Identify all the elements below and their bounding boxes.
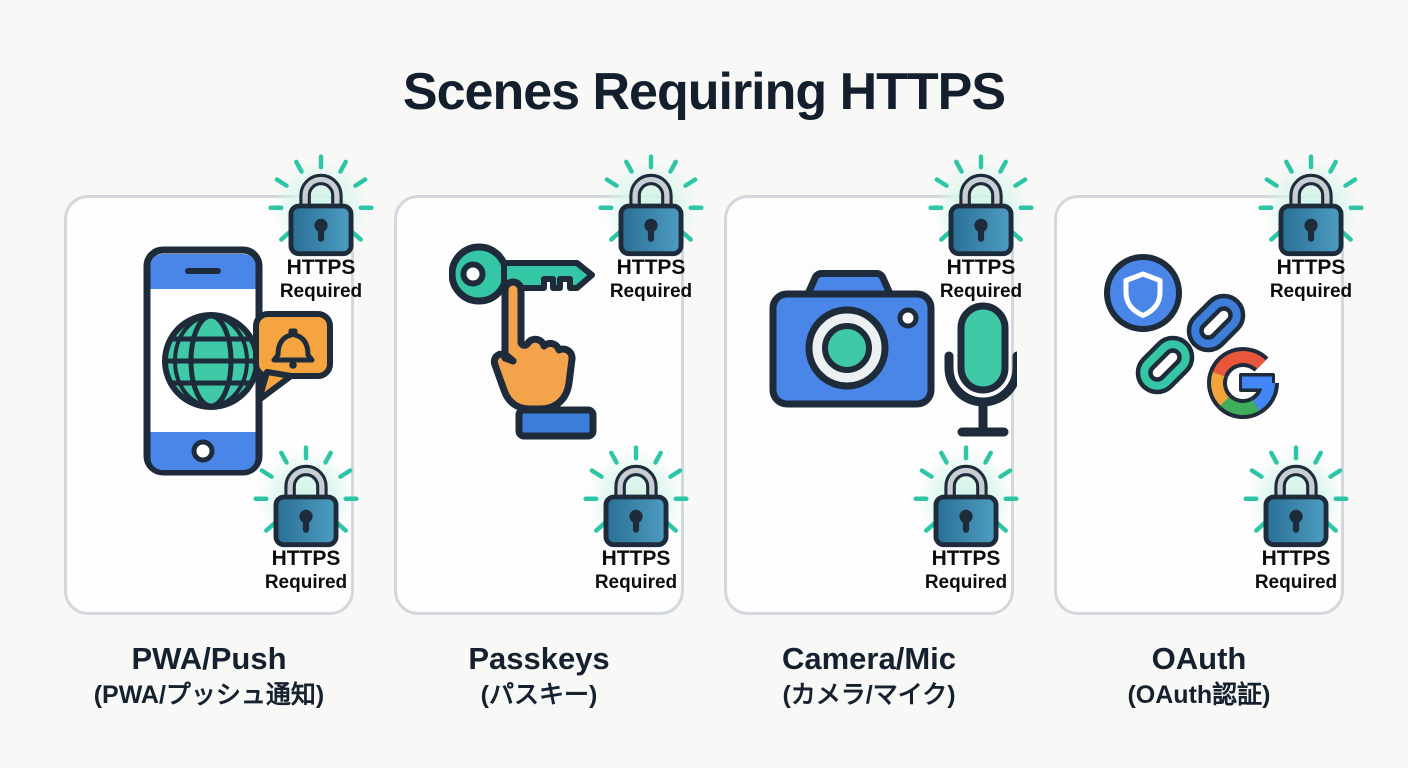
card-passkeys: HTTPS Required HTTPS Required: [394, 195, 684, 615]
phone-push-notification-icon: [143, 246, 333, 476]
label-camera-mic: Camera/Mic (カメラ/マイク): [724, 641, 1014, 710]
globe-icon: [162, 312, 260, 410]
google-g-icon: [1207, 347, 1279, 419]
glowing-padlock-icon: [253, 444, 359, 550]
badge-text: HTTPS: [1276, 256, 1346, 279]
https-required-badge: HTTPS Required: [246, 153, 396, 301]
card-label: PWA/Push: [131, 641, 287, 676]
label-passkeys: Passkeys (パスキー): [394, 641, 684, 710]
labels-row: PWA/Push (PWA/プッシュ通知) Passkeys (パスキー) Ca…: [64, 641, 1344, 710]
card-label: Camera/Mic: [781, 641, 957, 676]
label-oauth: OAuth (OAuth認証): [1054, 641, 1344, 710]
card-label: Passkeys: [468, 641, 610, 676]
badge-text: HTTPS: [286, 256, 356, 279]
card-oauth: HTTPS Required HTTPS Required: [1054, 195, 1344, 615]
card-camera-mic: HTTPS Required HTTPS Required: [724, 195, 1014, 615]
card-label-japanese: (PWA/プッシュ通知): [93, 681, 325, 710]
microphone-icon: [944, 302, 1017, 437]
badge-text: Required: [279, 281, 363, 302]
https-required-badge: HTTPS Required: [1236, 153, 1386, 301]
https-required-badge: HTTPS Required: [576, 153, 726, 301]
https-required-badge: HTTPS Required: [561, 444, 711, 592]
card-label-japanese: (OAuth認証): [1127, 681, 1271, 710]
glowing-padlock-icon: [583, 444, 689, 550]
glowing-padlock-icon: [268, 153, 374, 259]
badge-text: HTTPS: [931, 547, 1001, 570]
glowing-padlock-icon: [1243, 444, 1349, 550]
notification-bubble-icon: [253, 311, 333, 403]
badge-text: HTTPS: [616, 256, 686, 279]
badge-text: Required: [924, 572, 1008, 593]
badge-text: Required: [594, 572, 678, 593]
card-label-japanese: (パスキー): [480, 681, 598, 710]
badge-text: HTTPS: [1261, 547, 1331, 570]
glowing-padlock-icon: [928, 153, 1034, 259]
badge-text: Required: [1269, 281, 1353, 302]
card-label-japanese: (カメラ/マイク): [782, 681, 956, 710]
https-required-badge: HTTPS Required: [891, 444, 1041, 592]
camera-and-microphone-icon: [769, 270, 1017, 437]
chain-link-icon: [1135, 293, 1246, 395]
cards-row: HTTPS Required HTTPS Required HTTPS Requ…: [64, 195, 1344, 615]
badge-text: Required: [1254, 572, 1338, 593]
pointing-hand-icon: [490, 278, 597, 440]
shield-icon: [1104, 254, 1182, 332]
glowing-padlock-icon: [598, 153, 704, 259]
card-pwa-push: HTTPS Required HTTPS Required: [64, 195, 354, 615]
https-required-badge: HTTPS Required: [1221, 444, 1371, 592]
badge-text: HTTPS: [601, 547, 671, 570]
key-with-pointing-hand-icon: [449, 243, 597, 440]
glowing-padlock-icon: [913, 444, 1019, 550]
label-pwa-push: PWA/Push (PWA/プッシュ通知): [64, 641, 354, 710]
badge-text: HTTPS: [946, 256, 1016, 279]
https-required-badge: HTTPS Required: [231, 444, 381, 592]
badge-text: Required: [609, 281, 693, 302]
badge-text: Required: [939, 281, 1023, 302]
page-title: Scenes Requiring HTTPS: [402, 63, 1006, 121]
glowing-padlock-icon: [1258, 153, 1364, 259]
card-label: OAuth: [1151, 641, 1247, 676]
https-required-badge: HTTPS Required: [906, 153, 1056, 301]
key-icon: [449, 243, 595, 305]
badge-text: Required: [264, 572, 348, 593]
badge-text: HTTPS: [271, 547, 341, 570]
camera-icon: [769, 270, 935, 408]
shield-chain-google-icon: [1104, 254, 1279, 419]
